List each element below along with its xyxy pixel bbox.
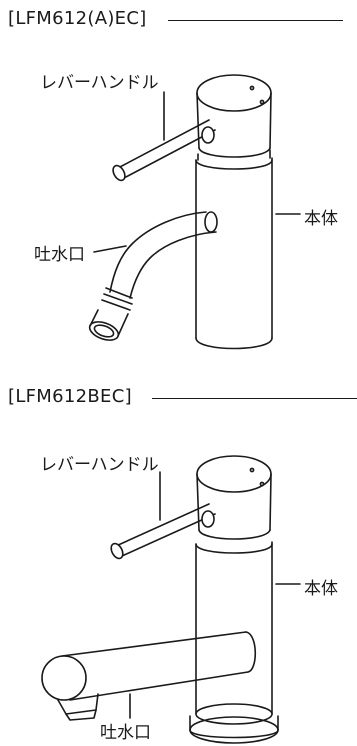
faucet-a-cap — [196, 74, 272, 158]
faucet-b-drawing — [41, 455, 301, 744]
faucet-b-spout — [41, 631, 257, 721]
faucet-a-spout — [88, 211, 218, 341]
spout-label-b: 吐水口 — [100, 723, 151, 743]
lever-handle-label-a: レバーハンドル — [40, 73, 159, 93]
lever-handle-label-b: レバーハンドル — [40, 455, 159, 475]
section-b-title-rule — [152, 398, 357, 399]
faucet-a-body — [195, 149, 273, 350]
body-label-b: 本体 — [304, 579, 338, 599]
faucet-b-cap — [196, 455, 272, 540]
spout-label-a: 吐水口 — [34, 245, 85, 265]
faucet-a-lever — [112, 119, 216, 182]
faucet-b-body — [189, 541, 279, 744]
section-a-title: [LFM612(A)EC] — [8, 8, 147, 29]
faucet-diagram-b: [LFM612BEC] レバーハンドル 本体 吐水口 — [0, 378, 357, 746]
faucet-diagram-a: [LFM612(A)EC] レバーハンドル 本体 吐水口 — [0, 0, 357, 370]
section-a-title-rule — [168, 20, 343, 21]
body-label-a: 本体 — [304, 209, 338, 229]
faucet-a-drawing — [88, 74, 301, 350]
faucet-b-lever — [110, 503, 216, 560]
section-b-title: [LFM612BEC] — [8, 386, 132, 407]
